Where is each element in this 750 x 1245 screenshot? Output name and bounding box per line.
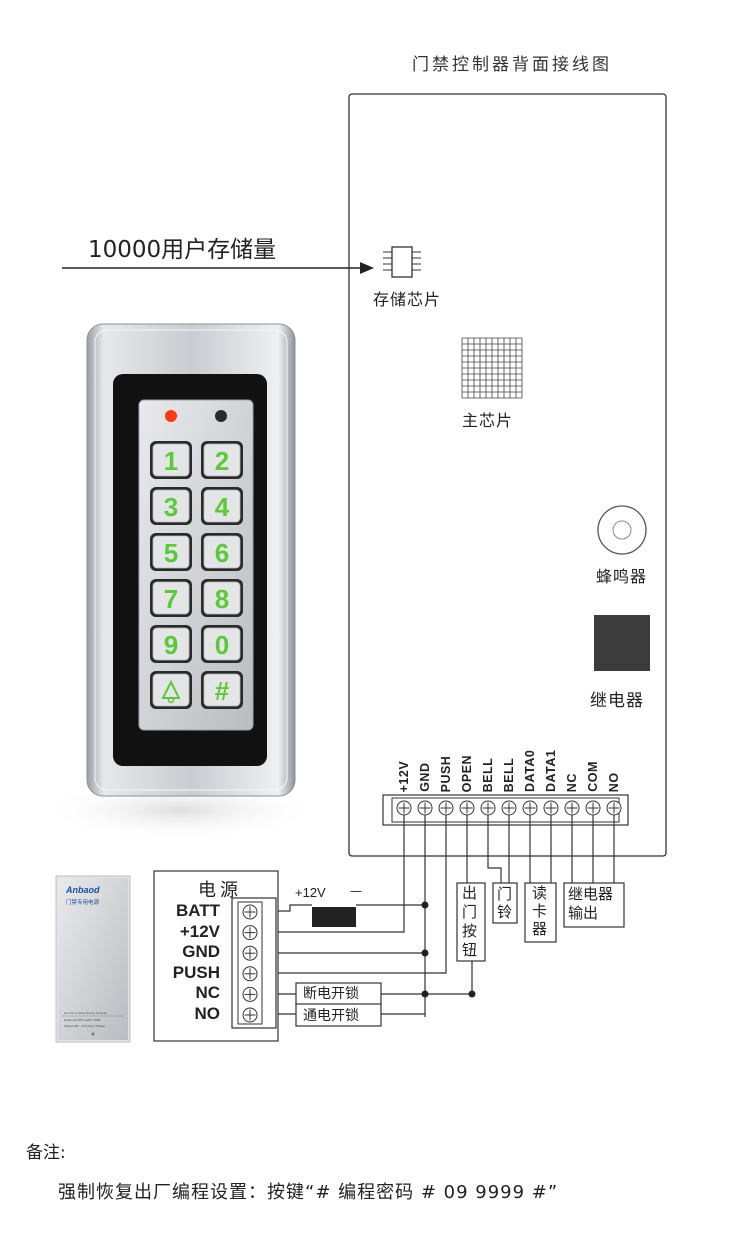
power-label-nc: NC	[195, 983, 220, 1003]
svg-text:1: 1	[164, 446, 178, 476]
terminal-screw	[585, 800, 601, 816]
keypad-key: 4	[201, 487, 243, 525]
svg-text:Access Control Power System: Access Control Power System	[64, 1011, 107, 1015]
terminal-label-bell: BELL	[502, 757, 516, 792]
terminal-label-no: NO	[607, 772, 621, 792]
terminal-screw	[522, 800, 538, 816]
keypad-key: 3	[150, 487, 192, 525]
terminal-label-push: PUSH	[439, 755, 453, 792]
lock-nc-label: 断电开锁	[303, 986, 359, 1002]
svg-text:9: 9	[164, 630, 178, 660]
power-terminal-screw	[242, 986, 258, 1002]
lock-no-label: 通电开锁	[303, 1008, 359, 1024]
terminal-screw	[606, 800, 622, 816]
battery-plus-label: +12V	[295, 885, 326, 900]
svg-text:3: 3	[164, 492, 178, 522]
svg-text:2: 2	[215, 446, 229, 476]
keypad-keys: 1 2 3 4 5 6 7 8 9 0 #	[150, 441, 243, 709]
relay-output-label: 继电器输出	[568, 885, 614, 922]
controller-board	[348, 93, 667, 857]
capacity-label: 10000用户存储量	[88, 237, 277, 263]
doorbell-box	[492, 882, 518, 924]
buzzer-label: 蜂鸣器	[596, 567, 648, 586]
capacity-arrow	[62, 262, 374, 274]
power-terminal-screw	[242, 925, 258, 941]
relay-output-box	[563, 882, 625, 928]
terminal-label-data0: DATA0	[523, 749, 537, 792]
terminal-label-nc: NC	[565, 772, 579, 792]
power-label-12v: +12V	[179, 921, 220, 941]
terminal-screw	[459, 800, 475, 816]
page-title: 门禁控制器背面接线图	[412, 55, 612, 75]
exit-button-label: 出门按钮	[462, 884, 478, 959]
exit-button-box	[456, 882, 486, 962]
svg-text:8: 8	[215, 584, 229, 614]
main-chip-icon	[461, 337, 523, 399]
power-terminal-screw	[242, 966, 258, 982]
power-terminal-screw	[242, 945, 258, 961]
keypad-key: 0	[201, 625, 243, 663]
note-text: 强制恢复出厂编程设置：按键“# 编程密码 # 09 9999 #”	[58, 1182, 559, 1203]
svg-text:#: #	[215, 676, 230, 706]
terminal-screw	[501, 800, 517, 816]
power-title: 电源	[198, 880, 242, 901]
storage-chip-icon	[383, 246, 421, 278]
svg-text:Input:AC200~240V 50Hz: Input:AC200~240V 50Hz	[64, 1018, 101, 1022]
svg-text:4: 4	[215, 492, 230, 522]
svg-text:0: 0	[215, 630, 229, 660]
battery-minus-label: —	[350, 884, 362, 898]
buzzer-icon	[597, 505, 647, 555]
terminal-screw	[564, 800, 580, 816]
storage-chip-label: 存储芯片	[373, 290, 442, 309]
terminal-screw	[543, 800, 559, 816]
reader-label: 读卡器	[532, 884, 548, 938]
power-label-batt: BATT	[175, 901, 220, 920]
power-label-gnd: GND	[182, 942, 220, 962]
terminal-screw	[480, 800, 496, 816]
wire-junctions	[421, 901, 476, 998]
power-terminal-screw	[242, 904, 258, 920]
battery	[312, 907, 356, 927]
svg-text:Output:DC 12V(3A) 13amps: Output:DC 12V(3A) 13amps	[64, 1024, 105, 1028]
keypad-key: 9	[150, 625, 192, 663]
terminal-screw	[396, 800, 412, 816]
psu-product-image: Anbaod 门禁专用电源 Access Control Power Syste…	[55, 875, 131, 1043]
terminal-label-data1: DATA1	[544, 749, 558, 792]
power-label-no: NO	[194, 1004, 221, 1023]
svg-text:7: 7	[164, 584, 178, 614]
keypad-key: #	[201, 671, 243, 709]
power-terminal-screw	[242, 1007, 258, 1023]
keypad-key: 8	[201, 579, 243, 617]
svg-text:Anbaod: Anbaod	[65, 885, 100, 895]
terminal-label-gnd: GND	[418, 762, 432, 792]
terminal-label-open: OPEN	[460, 754, 474, 792]
terminal-screw	[417, 800, 433, 816]
power-label-push: PUSH	[172, 962, 220, 982]
keypad-key: 5	[150, 533, 192, 571]
wires	[262, 815, 615, 1017]
terminal-label-12v: +12V	[397, 760, 411, 792]
terminal-screw	[438, 800, 454, 816]
svg-text:门禁专用电源: 门禁专用电源	[66, 898, 100, 906]
svg-text:5: 5	[164, 538, 178, 568]
relay-block	[594, 615, 650, 671]
keypad-key	[150, 671, 192, 709]
lock-no-box	[295, 1003, 382, 1027]
reader-box	[524, 882, 557, 943]
main-chip-label: 主芯片	[462, 411, 514, 430]
terminal-label-com: COM	[586, 761, 600, 792]
keypad-key: 7	[150, 579, 192, 617]
keypad-key: 6	[201, 533, 243, 571]
relay-label: 继电器	[590, 691, 644, 711]
keypad-key: 2	[201, 441, 243, 479]
doorbell-label: 门铃	[497, 885, 513, 921]
bell-icon	[161, 679, 181, 704]
note-title: 备注:	[26, 1143, 66, 1163]
keypad-key: 1	[150, 441, 192, 479]
svg-text:6: 6	[215, 538, 229, 568]
terminal-label-bell: BELL	[481, 757, 495, 792]
